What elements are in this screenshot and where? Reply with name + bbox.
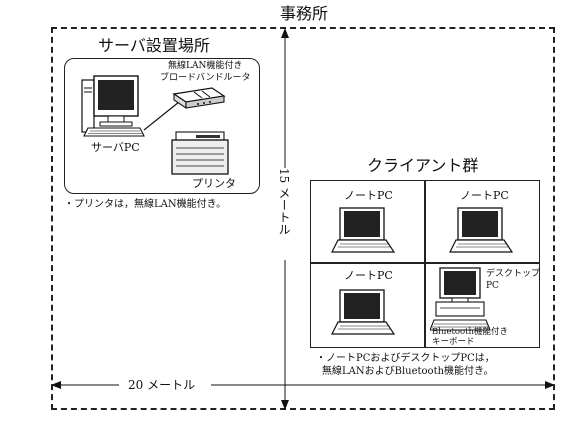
server-area-title: サーバ設置場所	[98, 36, 210, 55]
office-title: 事務所	[278, 4, 331, 23]
height-dimension-arrow	[281, 28, 289, 410]
laptop-icon	[331, 289, 396, 335]
keyboard-label-line2: キーボード	[432, 337, 475, 347]
client-note-line2: 無線LANおよびBluetooth機能付き。	[322, 366, 494, 377]
desktop-label-line2: PC	[486, 281, 499, 291]
client-grid-hline	[310, 262, 540, 264]
client-note-line1: ・ノートPCおよびデスクトップPCは，	[316, 353, 495, 364]
broadband-router-icon	[172, 87, 226, 110]
client-grid-vline	[424, 180, 426, 348]
client-group-title: クライアント群	[367, 156, 479, 175]
height-dimension-label: 15 メートル	[277, 168, 291, 236]
server-pc-label: サーバPC	[91, 141, 140, 154]
width-dimension-label: 20 メートル	[128, 378, 196, 392]
router-label-line1: 無線LAN機能付き	[168, 61, 243, 71]
keyboard-label-line1: Bluetooth機能付き	[432, 327, 509, 337]
server-area-note: ・プリンタは，無線LAN機能付き。	[64, 199, 227, 210]
client-cell-2-label: ノートPC	[460, 189, 509, 202]
desktop-pc-icon	[430, 267, 490, 331]
server-area-box	[64, 58, 260, 194]
laptop-icon	[331, 207, 396, 253]
width-dimension-arrow	[51, 381, 555, 389]
printer-label: プリンタ	[192, 177, 236, 190]
server-pc-icon	[81, 75, 145, 137]
printer-icon	[171, 131, 229, 175]
office-boundary	[51, 27, 555, 410]
client-cell-1-label: ノートPC	[344, 189, 393, 202]
router-label-line2: ブロードバンドルータ	[160, 73, 251, 83]
desktop-label-line1: デスクトップ	[486, 269, 541, 279]
client-cell-3-label: ノートPC	[344, 269, 393, 282]
server-area-drawing	[81, 75, 229, 175]
laptop-icon	[449, 207, 514, 253]
